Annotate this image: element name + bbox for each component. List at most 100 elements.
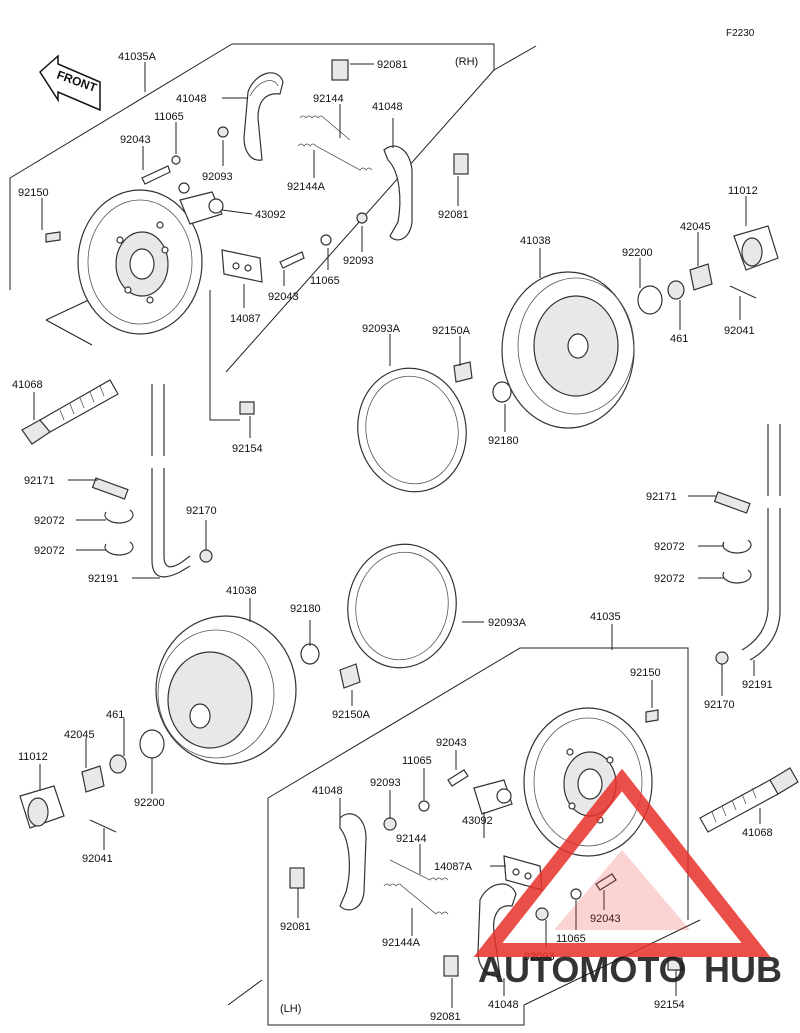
label-lh-41038: 41038 (226, 585, 257, 597)
label-lh-41048-a: 41048 (312, 785, 343, 797)
label-lh-11065-a: 11065 (402, 755, 432, 767)
watermark-text-part1: AUTOMOTO (478, 949, 687, 990)
lh-springs (383, 859, 449, 915)
lh-bracket-92171 (713, 491, 751, 514)
lh-washer-92200 (139, 729, 165, 759)
label-rh-92150A: 92150A (432, 325, 471, 337)
label-rh-11065-b: 11065 (310, 275, 340, 287)
label-rh-92191: 92191 (88, 573, 119, 585)
lh-seal-ring (347, 543, 457, 669)
label-rh-41038: 41038 (520, 235, 551, 247)
lh-brake-shoe-upper (339, 813, 367, 911)
rh-seal-ring (357, 367, 467, 493)
lh-washer-92093b (535, 907, 549, 921)
label-rh-92093A: 92093A (362, 323, 401, 335)
label-rh-92041: 92041 (724, 325, 755, 337)
lh-bolt-92150A (339, 663, 361, 689)
lh-pin-92043b (595, 873, 617, 891)
label-lh-42045: 42045 (64, 729, 95, 741)
front-arrow-icon: FRONT (39, 54, 101, 112)
rh-pin-92041 (729, 285, 757, 299)
label-lh-92043-a: 92043 (436, 737, 467, 749)
rh-bolt-92150A (453, 361, 473, 383)
rh-bolt-92150 (45, 231, 61, 243)
lh-clip-92081a (289, 867, 305, 889)
label-rh-14087: 14087 (230, 313, 261, 325)
label-lh-41035: 41035 (590, 611, 621, 623)
lh-pin-92043a (447, 769, 469, 787)
lh-oring-92180 (300, 643, 320, 665)
label-lh-92081-a: 92081 (280, 921, 311, 933)
lh-washer-461 (109, 754, 127, 774)
rh-nut-42045 (689, 263, 713, 291)
watermark-text-part2: HUB (704, 949, 782, 990)
lh-clip-92081b (443, 955, 459, 977)
rh-clip-92170 (199, 549, 213, 563)
label-rh-92043-b: 92043 (268, 291, 299, 303)
rh-washer-92093a (217, 126, 229, 138)
lh-clip-92170 (715, 651, 729, 665)
label-rh-92081-b: 92081 (438, 209, 469, 221)
rh-clip-upper (331, 59, 349, 81)
rh-washer-461 (667, 280, 685, 300)
label-lh-92150A: 92150A (332, 709, 371, 721)
label-lh-41048-b: 41048 (488, 999, 519, 1011)
label-lh-92093-a: 92093 (370, 777, 401, 789)
lh-brake-hose (741, 424, 781, 661)
rh-washer-11065a (171, 155, 181, 165)
rh-washer-92200 (637, 285, 663, 315)
label-rh-92200: 92200 (622, 247, 653, 259)
lh-side-label: (LH) (280, 1003, 301, 1015)
rh-clamp-92072b (104, 541, 134, 556)
watermark-logo: AUTOMOTO HUB (473, 768, 782, 990)
rh-pin-92043b (279, 251, 305, 269)
lh-nut-42045 (81, 765, 105, 793)
lh-pin-92041 (89, 819, 117, 833)
rh-clip-lower (453, 153, 469, 175)
lh-bolt-92150 (645, 709, 659, 723)
lh-washer-11065a (418, 800, 430, 812)
label-lh-11065-b: 11065 (556, 933, 586, 945)
label-lh-92081-b: 92081 (430, 1011, 461, 1023)
rh-brake-shoe-upper (243, 72, 284, 161)
lh-cap-11012 (19, 785, 65, 829)
rh-pin-92043a (141, 165, 171, 185)
label-rh-92144A: 92144A (287, 181, 326, 193)
figure-code: F2230 (726, 28, 755, 39)
rh-axle (21, 379, 119, 445)
label-lh-92144A: 92144A (382, 937, 421, 949)
lh-brake-drum (155, 615, 297, 765)
watermark-triangle-icon (473, 768, 771, 957)
lh-washer-11065b (570, 888, 582, 900)
label-lh-92072-a: 92072 (654, 541, 685, 553)
label-rh-11012: 11012 (728, 185, 758, 197)
lh-wheel-cylinder (473, 779, 513, 815)
label-rh-92144: 92144 (313, 93, 344, 105)
label-rh-42045: 42045 (680, 221, 711, 233)
label-lh-92043-b: 92043 (590, 913, 621, 925)
label-rh-92043-a: 92043 (120, 134, 151, 146)
rh-bolt-92154 (239, 401, 255, 415)
label-rh-41048-a: 41048 (176, 93, 207, 105)
label-lh-41068: 41068 (742, 827, 773, 839)
label-lh-92200: 92200 (134, 797, 165, 809)
rh-plate-14087 (221, 249, 263, 283)
lh-axle (699, 767, 799, 833)
rh-brake-hose (151, 384, 191, 578)
label-rh-92072-b: 92072 (34, 545, 65, 557)
part-labels: 41035A 41048 92081 92144 41048 11065 920… (12, 51, 773, 1023)
label-lh-92154: 92154 (654, 999, 685, 1011)
label-lh-43092: 43092 (462, 815, 493, 827)
label-lh-92093A: 92093A (488, 617, 527, 629)
label-rh-92154: 92154 (232, 443, 263, 455)
rh-washer-11065b (320, 234, 332, 246)
rh-brake-shoe-lower (383, 145, 413, 241)
label-lh-92180: 92180 (290, 603, 321, 615)
lh-bolt-92154 (667, 957, 683, 971)
label-rh-92171: 92171 (24, 475, 55, 487)
rh-springs (297, 115, 373, 171)
label-lh-11012: 11012 (18, 751, 48, 763)
label-rh-11065-a: 11065 (154, 111, 184, 123)
label-lh-92072-b: 92072 (654, 573, 685, 585)
